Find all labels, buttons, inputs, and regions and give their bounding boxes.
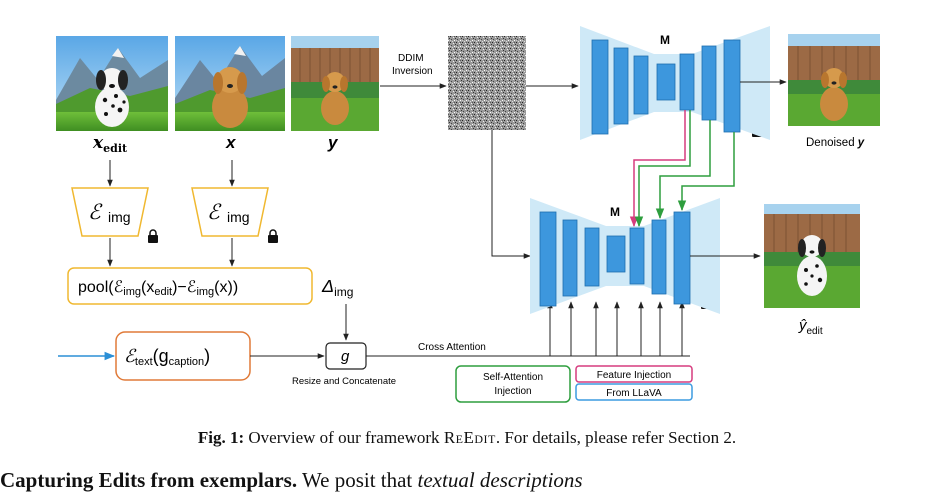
svg-text:ℰ: ℰ	[207, 201, 222, 224]
svg-text:ℰtext(gcaption): ℰtext(gcaption)	[124, 346, 210, 368]
ddim-label-1: DDIM	[398, 53, 424, 64]
caption-method: ReEdit	[443, 428, 496, 447]
lock-icon	[148, 229, 158, 243]
x-edit-label: xedit	[92, 133, 128, 155]
golden-retriever-photo	[175, 36, 285, 131]
delta-img-label: Δimg	[321, 276, 353, 299]
svg-text:Self-Attention: Self-Attention	[483, 372, 543, 383]
feature-injection-path	[629, 110, 686, 228]
svg-text:M: M	[610, 205, 620, 219]
cross-attention-label: Cross Attention	[418, 342, 486, 353]
svg-text:pool(ℰimg(xedit)−ℰimg(x)): pool(ℰimg(xedit)−ℰimg(x))	[78, 279, 238, 298]
arrow-noise-unet-bottom	[491, 130, 531, 259]
text-encoder-box: ℰtext(gcaption)	[115, 331, 251, 381]
caption-text-after: . For details, please refer Section 2.	[495, 428, 737, 447]
svg-text:From LLaVA: From LLaVA	[606, 388, 662, 399]
svg-text:ℰ: ℰ	[88, 201, 103, 224]
svg-text:g: g	[341, 348, 350, 365]
figure-caption: Fig. 1: Overview of our framework ReEdit…	[0, 428, 934, 448]
image-encoder-xedit: ℰ img	[71, 187, 149, 237]
g-combine-box: g	[325, 342, 367, 370]
svg-text:Feature Injection: Feature Injection	[597, 370, 672, 381]
lock-icon	[268, 229, 278, 243]
y-label: y	[327, 133, 339, 152]
svg-text:M: M	[660, 33, 670, 47]
ddim-label-2: Inversion	[392, 66, 433, 77]
svg-text:img: img	[227, 209, 250, 225]
garden-dog-photo	[291, 36, 379, 131]
feature-injection-legend: Feature Injection	[575, 365, 693, 383]
unet-top: M	[580, 26, 770, 140]
self-attention-legend: Self-Attention Injection	[455, 365, 571, 403]
y-edit-hat-label: ŷedit	[798, 317, 823, 337]
self-attention-path-3	[677, 132, 735, 212]
self-attention-path-2	[655, 120, 711, 220]
edited-output-photo	[764, 204, 860, 308]
caption-label: Fig. 1:	[197, 428, 245, 447]
x-label: x	[225, 133, 237, 152]
self-attention-path-1	[634, 110, 691, 228]
cross-attention-arrows	[547, 301, 685, 356]
svg-text:Injection: Injection	[494, 386, 531, 397]
resize-concatenate-label: Resize and Concatenate	[292, 376, 396, 387]
unet-bottom: M	[530, 198, 720, 314]
paragraph-heading: Capturing Edits from exemplars.	[0, 468, 298, 492]
pool-difference-box: pool(ℰimg(xedit)−ℰimg(x))	[67, 267, 313, 305]
dalmatian-photo	[56, 36, 168, 131]
image-encoder-x: ℰ img	[191, 187, 269, 237]
paragraph-italic: textual descriptions	[417, 468, 583, 492]
denoised-photo	[788, 34, 880, 126]
denoised-label: Denoised y	[806, 137, 865, 149]
svg-text:img: img	[108, 209, 131, 225]
body-paragraph-start: Capturing Edits from exemplars. We posit…	[0, 468, 934, 492]
noise-image	[448, 36, 526, 130]
llava-legend: From LLaVA	[575, 383, 693, 401]
caption-text-before: Overview of our framework	[244, 428, 444, 447]
paragraph-text: We posit that	[297, 468, 418, 492]
